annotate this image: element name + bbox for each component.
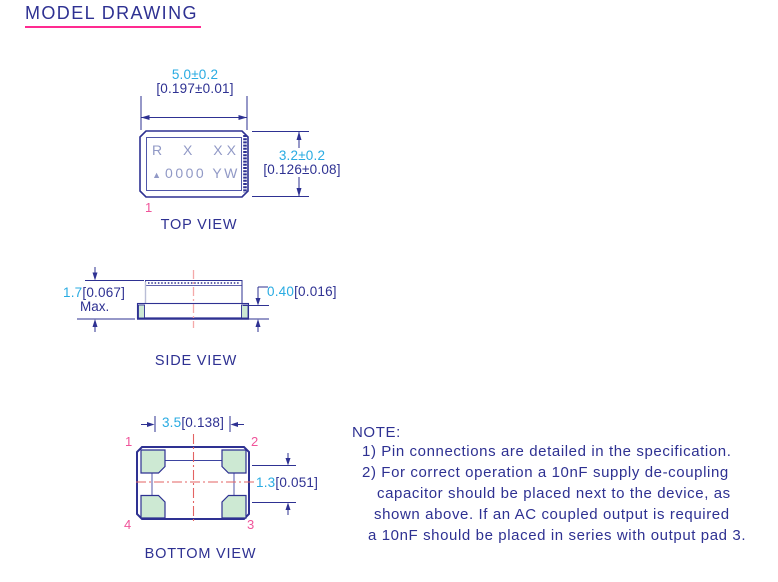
top-view-pin1-label: 1	[145, 200, 153, 215]
base-thickness-dim-text: 0.40[0.016]	[267, 284, 337, 299]
top-width-imperial: [0.197±0.01]	[156, 81, 234, 96]
bottom-pin2-label: 2	[251, 434, 259, 449]
top-view-package	[139, 130, 249, 198]
package-marking-line1: R X XX	[152, 142, 240, 158]
pad-1	[140, 449, 166, 474]
pad-pitch-dimension	[252, 453, 296, 515]
side-pad-left	[138, 304, 145, 319]
package-inner-outline	[146, 137, 242, 191]
base-thickness-dimension	[243, 286, 269, 332]
side-pad-right	[241, 304, 249, 319]
side-height-dim-text: 1.7[0.067]	[63, 285, 126, 300]
pin1-triangle-icon: ▲	[152, 170, 162, 180]
top-height-metric: 3.2±0.2	[277, 148, 327, 163]
pad-3	[221, 494, 247, 519]
top-width-metric: 5.0±0.2	[171, 67, 219, 82]
top-height-imperial: [0.126±0.08]	[262, 161, 342, 177]
page-title: MODEL DRAWING	[25, 3, 201, 28]
top-view-width-dimension	[140, 96, 248, 130]
pad-span-dimension	[141, 416, 244, 432]
pad-pitch-dim-text: 1.3[0.051]	[256, 475, 319, 490]
pad-2	[221, 449, 247, 474]
side-view-package	[136, 270, 250, 328]
bottom-pin3-label: 3	[247, 517, 255, 532]
side-height-dimension	[77, 267, 144, 332]
bottom-pin4-label: 4	[124, 517, 132, 532]
bottom-view-label: BOTTOM VIEW	[144, 546, 257, 562]
side-view-drawing	[77, 267, 269, 332]
side-view-label: SIDE VIEW	[154, 353, 238, 369]
bottom-pin1-label: 1	[125, 434, 133, 449]
note-heading: NOTE:	[352, 424, 401, 441]
note-line-3: capacitor should be placed next to the d…	[377, 485, 731, 502]
side-height-qualifier: Max.	[80, 299, 110, 314]
pad-4	[140, 494, 166, 519]
top-view-label: TOP VIEW	[160, 217, 238, 233]
package-marking-line2: ▲0000 YW	[152, 165, 240, 181]
note-block: NOTE: 1) Pin connections are detailed in…	[352, 424, 776, 546]
package-outline	[139, 130, 249, 198]
note-line-4: shown above. If an AC coupled output is …	[374, 506, 730, 523]
pad-span-dim-text: 3.5[0.138]	[161, 415, 225, 430]
bottom-view-package	[136, 434, 254, 524]
bottom-view-drawing	[136, 416, 296, 524]
note-line-1: 1) Pin connections are detailed in the s…	[362, 443, 732, 460]
note-line-5: a 10nF should be placed in series with o…	[368, 527, 747, 544]
note-line-2: 2) For correct operation a 10nF supply d…	[362, 464, 729, 481]
